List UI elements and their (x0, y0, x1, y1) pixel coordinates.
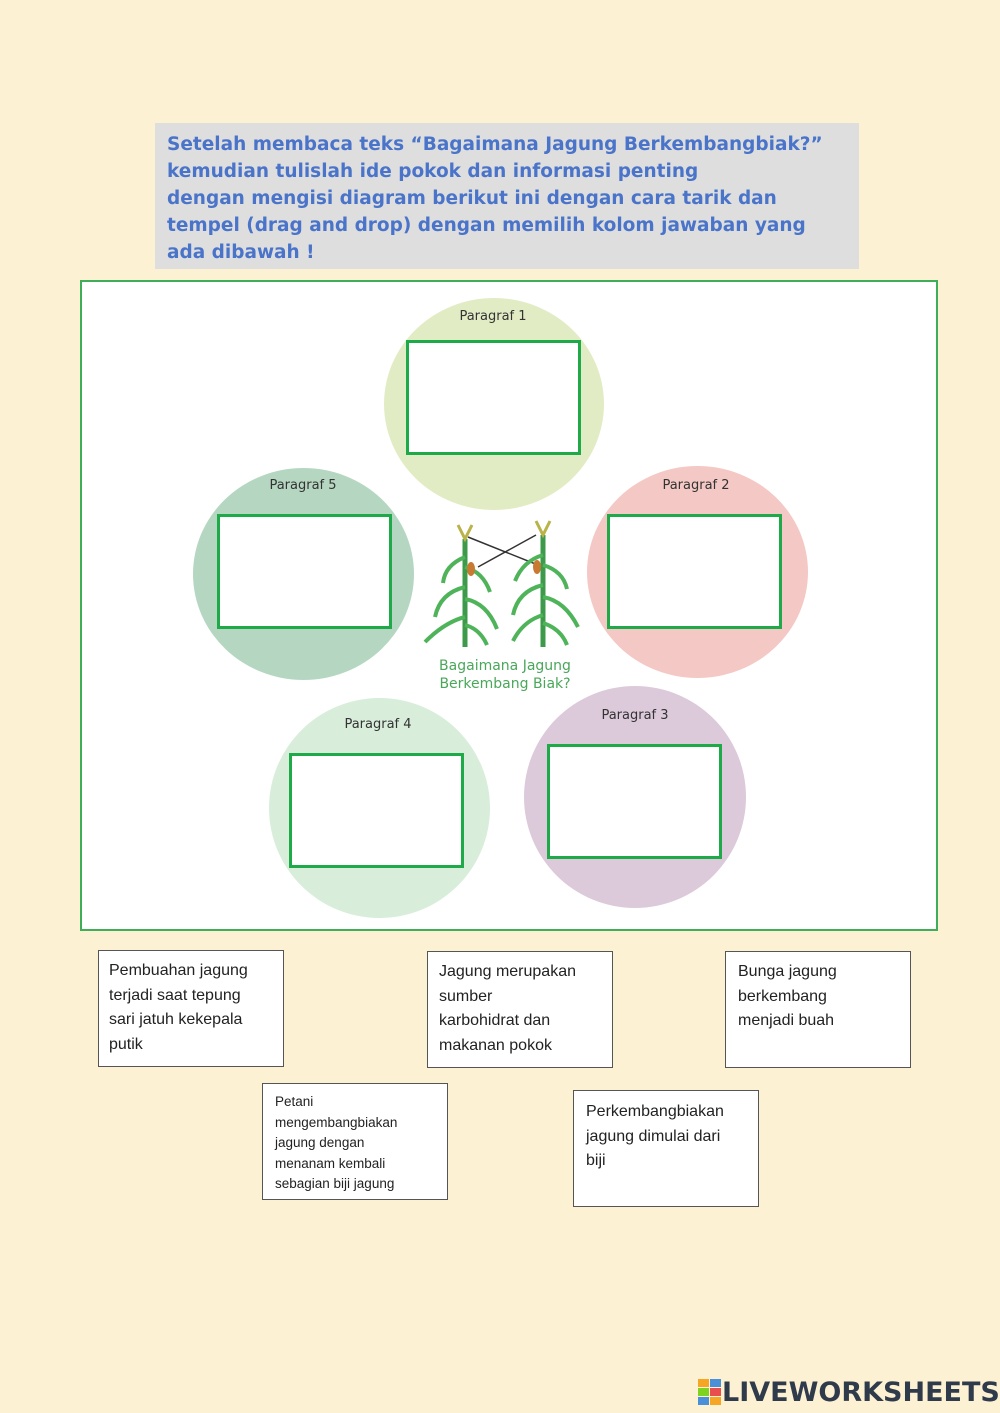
label-paragraf-4: Paragraf 4 (344, 717, 412, 732)
instruction-line: dengan mengisi diagram berikut ini denga… (167, 188, 777, 209)
answer-line: makanan pokok (439, 1036, 552, 1054)
label-paragraf-3: Paragraf 3 (601, 708, 669, 723)
center-title-line: Berkembang Biak? (439, 676, 571, 692)
answer-line: karbohidrat dan (439, 1012, 551, 1029)
answer-line: sebagian biji jagung (275, 1176, 395, 1191)
answer-card[interactable]: Perkembangbiakan jagung dimulai dari bij… (573, 1090, 759, 1207)
diagram-center-title: Bagaimana Jagung Berkembang Biak? (420, 657, 590, 693)
answer-line: putik (109, 1035, 143, 1053)
corn-plant-illustration (423, 520, 580, 647)
center-title-line: Bagaimana Jagung (439, 658, 571, 674)
answer-line: Jagung merupakan (439, 963, 576, 980)
answer-line: Perkembangbiakan (586, 1103, 724, 1120)
answer-line: jagung dimulai dari (586, 1127, 721, 1145)
logo-text: LIVEWORKSHEETS (722, 1376, 1000, 1408)
answer-line: sumber (439, 987, 493, 1005)
instruction-box: Setelah membaca teks “Bagaimana Jagung B… (155, 123, 859, 269)
answer-line: berkembang (738, 987, 827, 1005)
drop-zone-paragraf-4[interactable] (289, 753, 464, 868)
drop-zone-paragraf-3[interactable] (547, 744, 722, 859)
answer-line: sari jatuh kekepala (109, 1011, 243, 1028)
liveworksheets-logo-icon (698, 1379, 721, 1405)
answer-line: jagung dengan (275, 1135, 365, 1150)
answer-line: menjadi buah (738, 1012, 835, 1029)
instruction-line: ada dibawah ! (167, 242, 315, 263)
label-paragraf-1: Paragraf 1 (459, 309, 527, 324)
drop-zone-paragraf-1[interactable] (406, 340, 581, 455)
drop-zone-paragraf-2[interactable] (607, 514, 782, 629)
answer-line: terjadi saat tepung (109, 986, 241, 1004)
answer-line: menanam kembali (275, 1155, 386, 1171)
label-paragraf-2: Paragraf 2 (662, 478, 730, 493)
answer-card[interactable]: Petani mengembangbiakan jagung dengan me… (262, 1083, 448, 1200)
liveworksheets-logo: LIVEWORKSHEETS (698, 1374, 1000, 1410)
answer-line: Petani (275, 1094, 314, 1109)
instruction-line: kemudian tulislah ide pokok dan informas… (167, 161, 699, 182)
answer-card[interactable]: Pembuahan jagung terjadi saat tepung sar… (98, 950, 284, 1067)
answer-card[interactable]: Bunga jagung berkembang menjadi buah (725, 951, 911, 1068)
answer-line: Pembuahan jagung (109, 962, 248, 979)
answer-line: biji (586, 1152, 606, 1169)
answer-line: mengembangbiakan (275, 1114, 398, 1130)
instruction-line: Setelah membaca teks “Bagaimana Jagung B… (167, 134, 823, 155)
instruction-line: tempel (drag and drop) dengan memilih ko… (167, 215, 806, 236)
answer-line: Bunga jagung (738, 963, 837, 980)
drop-zone-paragraf-5[interactable] (217, 514, 392, 629)
answer-card[interactable]: Jagung merupakan sumber karbohidrat dan … (427, 951, 613, 1068)
label-paragraf-5: Paragraf 5 (269, 478, 337, 493)
